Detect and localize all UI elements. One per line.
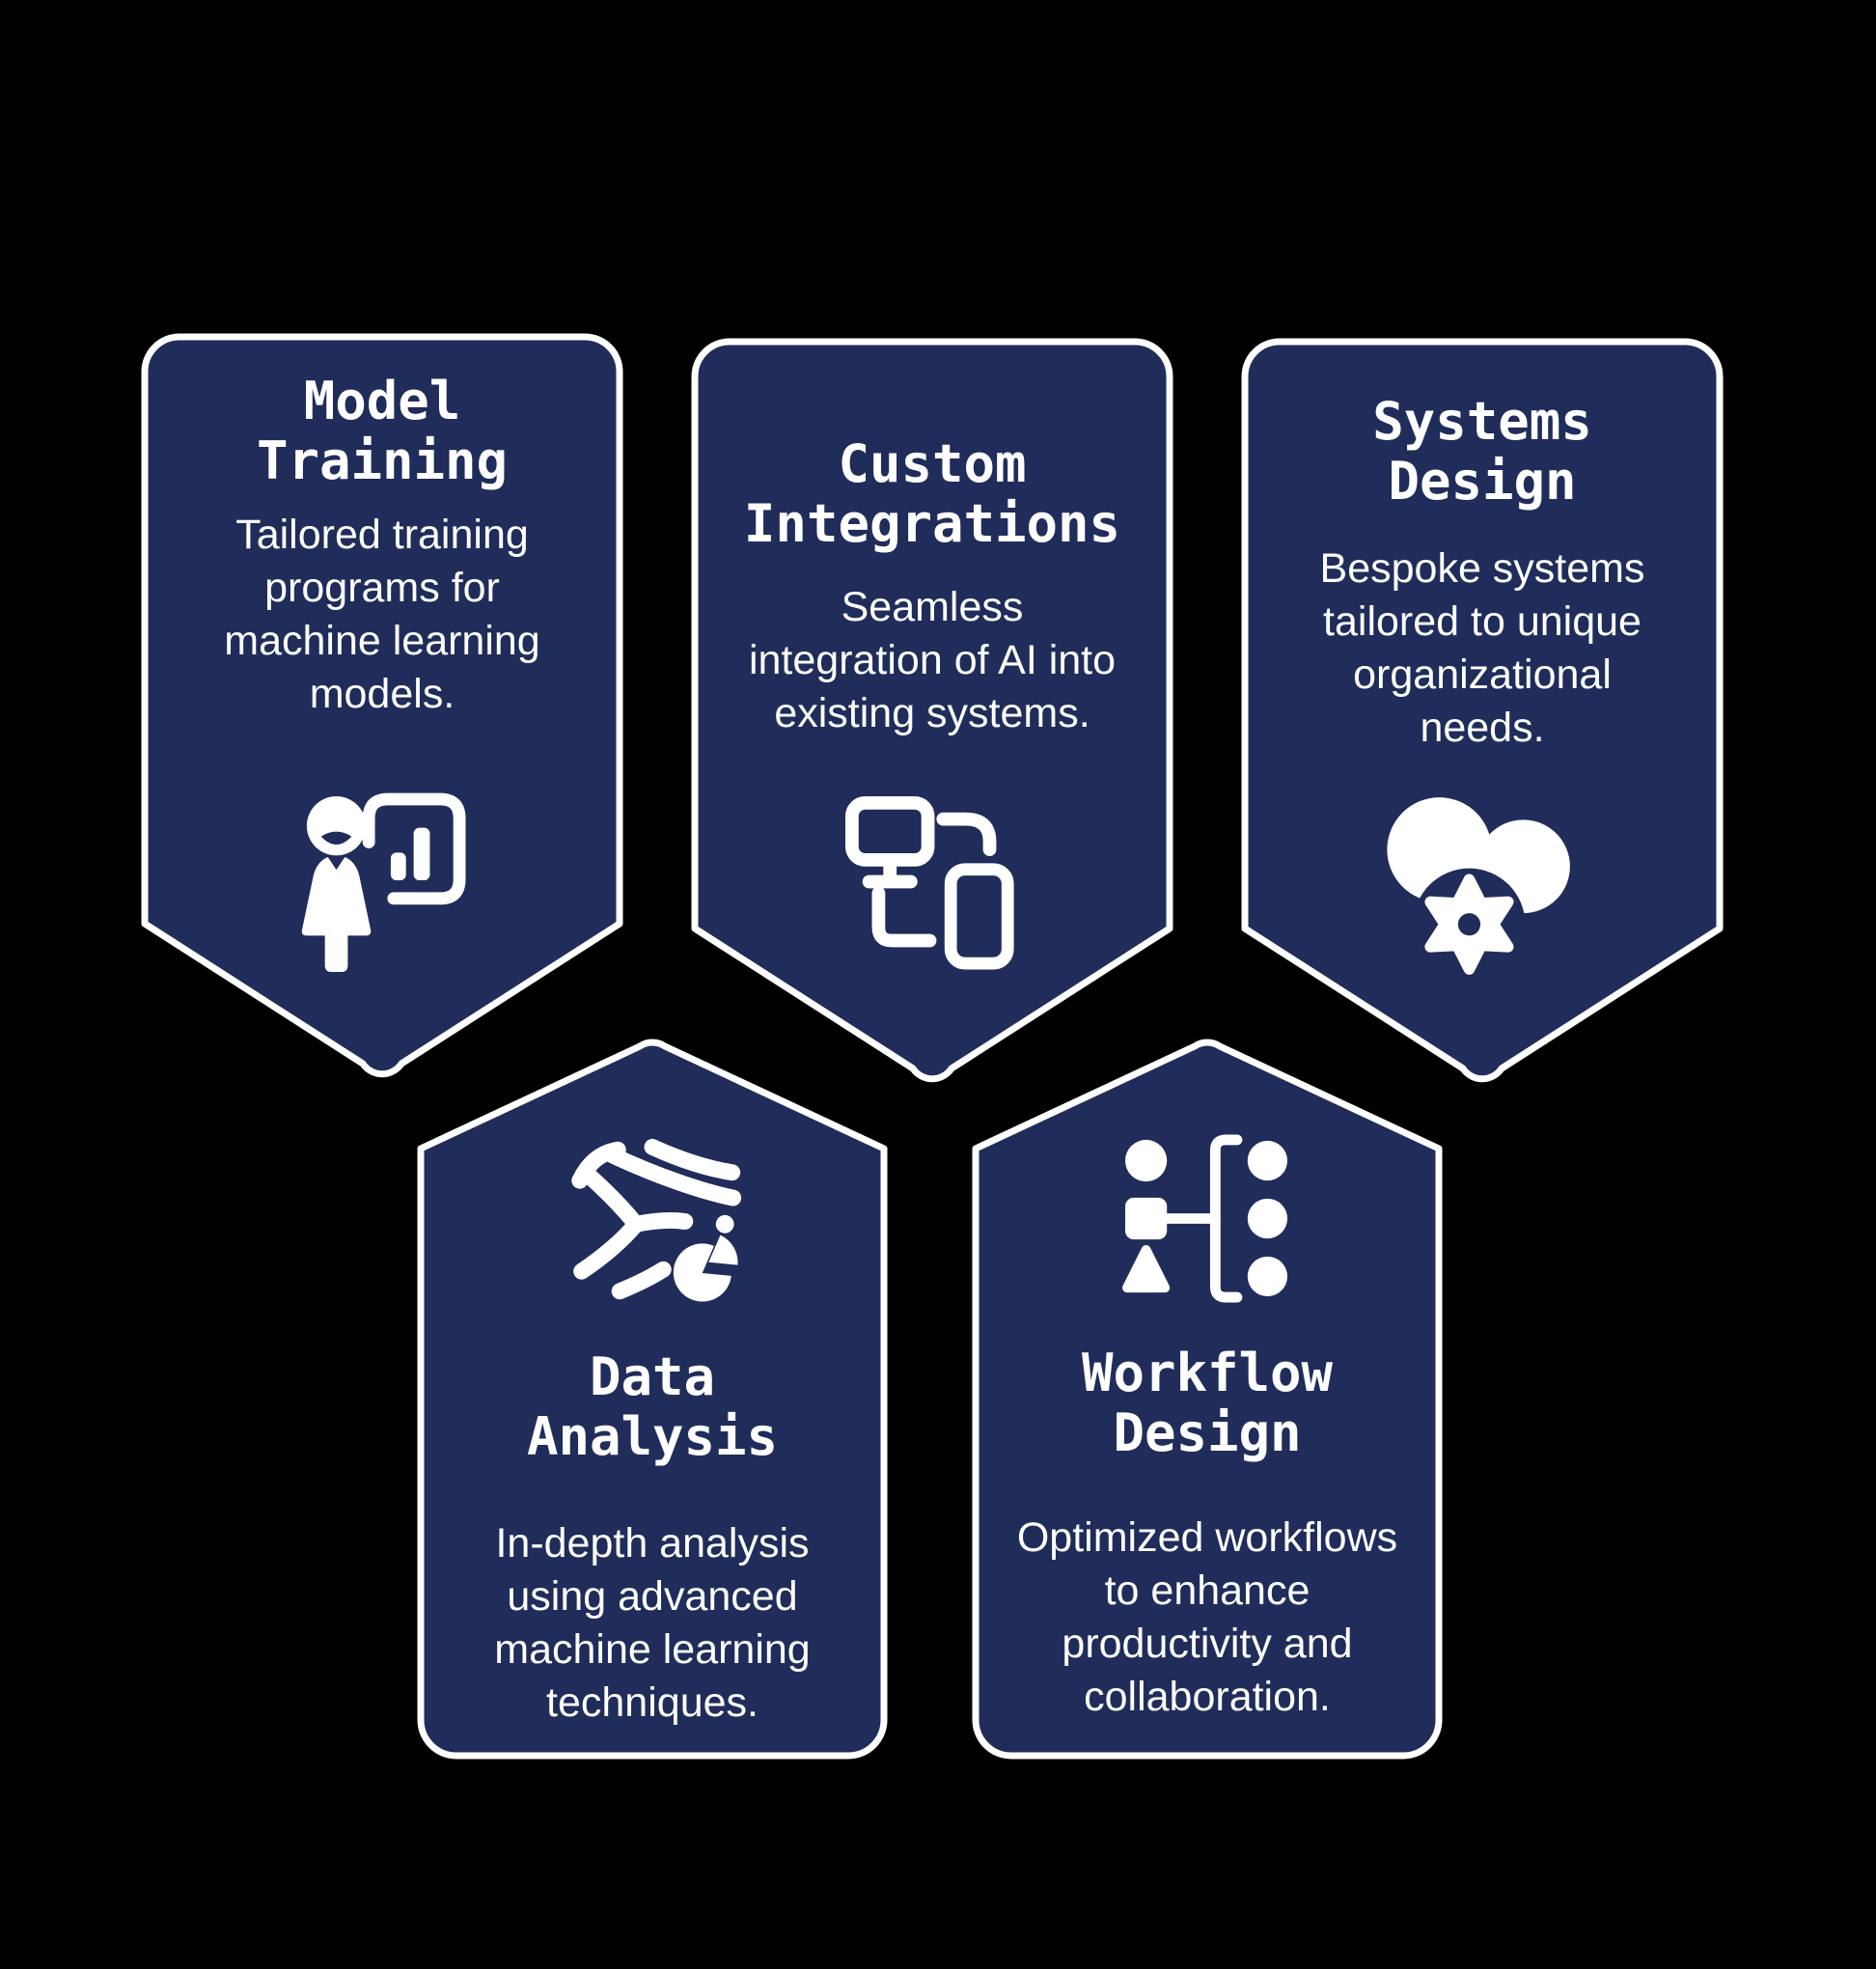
presenter-chart-icon (296, 792, 468, 976)
card-title: Custom Integrations (743, 433, 1121, 554)
banner-point-down-shape (691, 338, 1173, 1083)
card-systems-design: Systems Design Bespoke systems tailored … (1241, 338, 1724, 1083)
card-description: Bespoke systems tailored to unique organ… (1319, 545, 1645, 751)
card-title: Systems Design (1372, 391, 1592, 512)
card-custom-integrations: Custom Integrations Seamless integration… (691, 338, 1173, 1083)
banner-point-down-shape (141, 333, 623, 1078)
device-sync-icon (844, 794, 1020, 975)
banner-point-up-shape (417, 1039, 888, 1760)
card-data-analysis: Data Analysis In-depth analysis using ad… (416, 1035, 889, 1760)
card-description: In-depth analysis using advanced machine… (494, 1520, 811, 1726)
card-title: Workflow Design (1081, 1343, 1334, 1463)
card-description: Tailored training programs for machine l… (224, 512, 540, 717)
card-description: Optimized workflows to enhance productiv… (1016, 1514, 1398, 1720)
card-workflow-design: Workflow Design Optimized workflows to e… (971, 1035, 1444, 1760)
card-title: Data Analysis (526, 1346, 779, 1467)
cloud-gear-icon (1384, 795, 1582, 981)
card-title: Model Training (256, 371, 509, 491)
workflow-branch-icon (1122, 1134, 1290, 1303)
banner-point-up-shape (972, 1039, 1443, 1760)
card-model-training: Model Training Tailored training program… (141, 333, 623, 1078)
banner-point-down-shape (1241, 338, 1724, 1083)
data-flow-pie-icon (562, 1137, 743, 1305)
card-description: Seamless integration of AI into existing… (748, 584, 1117, 736)
